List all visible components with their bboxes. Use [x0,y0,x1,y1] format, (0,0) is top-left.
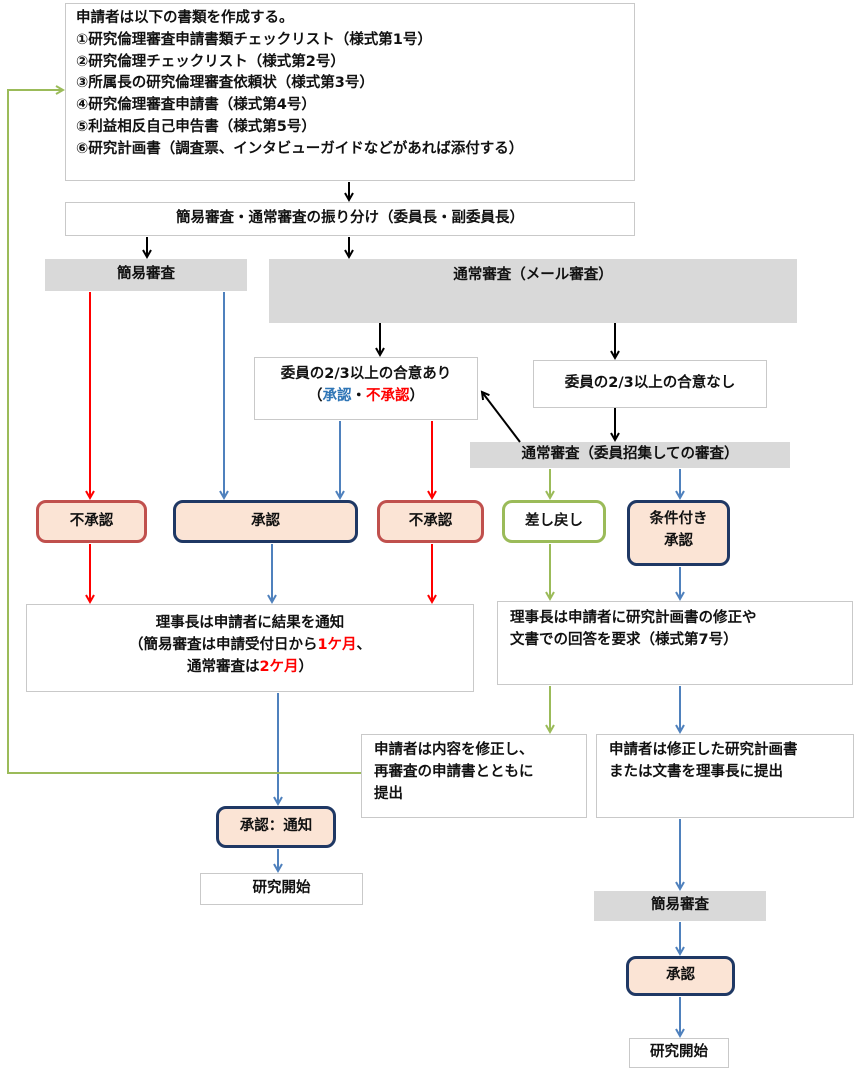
dot-separator: ・ [351,387,367,404]
document-item-5: ⑤利益相反自己申告書（様式第5号） [76,118,316,135]
research-start-text: 研究開始 [252,880,311,897]
notify-period-lead: （簡易審査は申請受付日から [128,636,318,653]
revision-request-box: 理事長は申請者に研究計画書の修正や 文書での回答を要求（様式第7号） [497,601,853,685]
approve-text-2: 承認 [666,967,695,984]
research-start-box: 研究開始 [200,873,363,905]
research-start-box-2: 研究開始 [629,1038,729,1068]
notify-period-sep: 、 [356,636,372,653]
resubmit-text-3: 提出 [374,785,403,802]
submit-revision-text-2: または文書を理事長に提出 [609,763,783,780]
paren-close: ） [409,387,425,404]
assignment-box: 簡易審査・通常審査の振り分け（委員長・副委員長） [65,202,635,236]
conditional-text-1: 条件付き [649,511,708,527]
return-text: 差し戻し [525,512,583,529]
document-item-3: ③所属長の研究倫理審査依頼状（様式第3号） [76,75,374,92]
document-item-1: ①研究倫理審査申請書類チェックリスト（様式第1号） [76,31,432,48]
notify-text-1: 理事長は申請者に結果を通知 [155,615,345,631]
approve-box: 承認 [173,500,358,543]
agreement-text: 委員の2/3以上の合意あり [280,366,452,382]
submit-revision-text-1: 申請者は修正した研究計画書 [609,742,798,758]
reject-outcome: 不承認 [366,387,410,404]
document-list-box: 申請者は以下の書類を作成する。 ①研究倫理審査申請書類チェックリスト（様式第1号… [65,3,635,181]
revision-request-text-2: 文書での回答を要求（様式第7号） [510,631,738,648]
resubmit-text-2: 再審査の申請書とともに [374,763,534,780]
research-start-text-2: 研究開始 [650,1044,708,1061]
meeting-review-box: 通常審査（委員招集しての審査） [470,442,790,468]
notify-simple-period: 1ケ月 [317,636,357,653]
notify-text-2: （簡易審査は申請受付日から1ケ月、 [27,635,473,657]
document-item-2: ②研究倫理チェックリスト（様式第2号） [76,53,345,70]
simple-review-text: 簡易審査 [117,266,175,283]
notify-normal-close: ） [298,658,314,675]
normal-review-box: 通常審査（メール審査） [269,259,797,323]
approve-notify-text: 承認：通知 [239,818,313,835]
resubmit-text-1: 申請者は内容を修正し、 [374,742,534,758]
reject-text-simple: 不承認 [69,512,114,529]
agreement-outcomes: （承認・不承認） [255,386,477,408]
agreement-box: 委員の2/3以上の合意あり （承認・不承認） [254,357,478,420]
notify-normal-lead: 通常審査は [186,658,260,675]
approve-outcome: 承認 [322,387,352,404]
arrow-resubmit-loop-back [7,90,361,774]
simple-review-box: 簡易審査 [45,259,247,291]
reject-box-normal: 不承認 [377,500,484,543]
return-box: 差し戻し [502,500,606,543]
reject-text-normal: 不承認 [408,512,453,529]
document-list-heading: 申請者は以下の書類を作成する。 [76,10,294,26]
revision-request-text-1: 理事長は申請者に研究計画書の修正や [510,610,757,626]
notify-normal-period: 2ケ月 [259,658,299,675]
disagreement-box: 委員の2/3以上の合意なし [533,360,767,408]
approve-box-2: 承認 [626,956,735,996]
notify-text-3: 通常審査は2ケ月） [27,657,473,679]
notify-result-box: 理事長は申請者に結果を通知 （簡易審査は申請受付日から1ケ月、 通常審査は2ケ月… [26,604,474,692]
document-item-6: ⑥研究計画書（調査票、インタビューガイドなどがあれば添付する） [76,140,524,157]
conditional-text-2: 承認 [664,532,693,549]
reject-box-simple: 不承認 [36,500,147,543]
simple-review-box-2: 簡易審査 [594,891,766,921]
paren-open: （ [308,387,323,404]
submit-revision-box: 申請者は修正した研究計画書 または文書を理事長に提出 [596,734,854,818]
approve-notify-box: 承認：通知 [216,806,336,848]
document-item-4: ④研究倫理審査申請書（様式第4号） [76,97,316,113]
normal-review-text: 通常審査（メール審査） [453,267,613,283]
disagreement-text: 委員の2/3以上の合意なし [564,375,736,392]
resubmit-box: 申請者は内容を修正し、 再審査の申請書とともに 提出 [361,734,587,818]
simple-review-text-2: 簡易審査 [651,897,709,914]
assignment-text: 簡易審査・通常審査の振り分け（委員長・副委員長） [176,210,524,227]
approve-text: 承認 [251,512,280,529]
meeting-review-text: 通常審査（委員招集しての審査） [521,446,739,463]
conditional-approve-box: 条件付き 承認 [627,500,730,566]
arrow-meeting-to-agree [482,392,521,443]
